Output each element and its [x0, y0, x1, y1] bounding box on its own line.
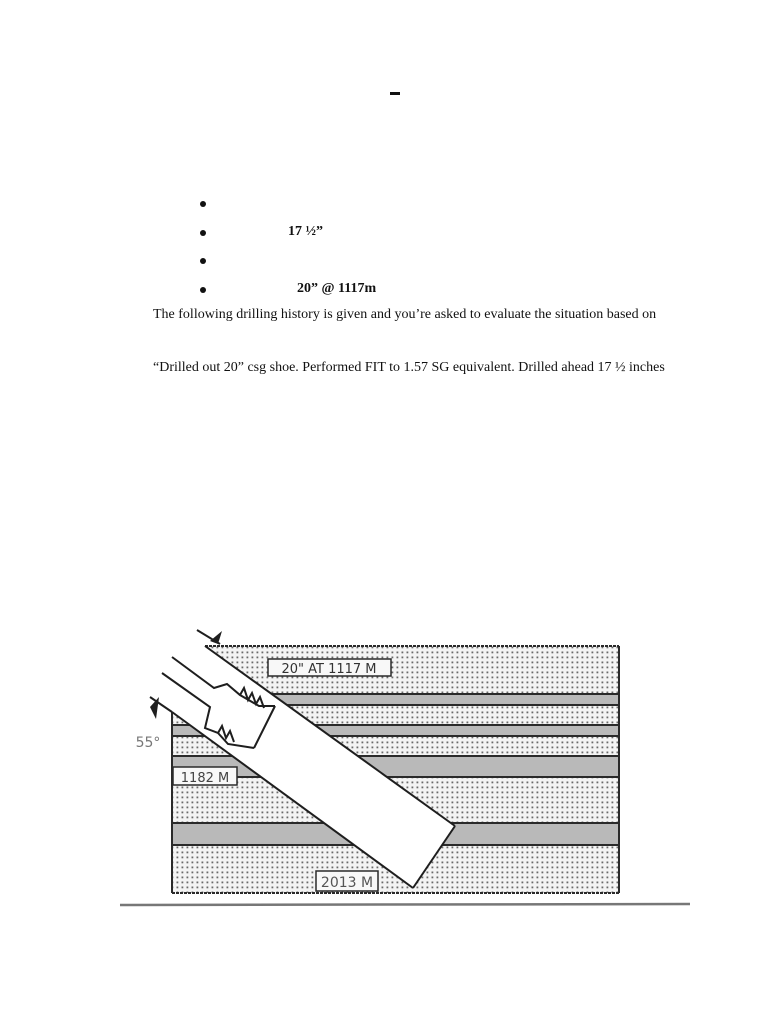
title-dash — [390, 92, 400, 95]
bullet-dot — [200, 201, 206, 207]
bullet-item-3 — [200, 251, 206, 271]
casing-string — [161, 656, 276, 749]
formation-layers — [172, 646, 619, 893]
bullet-item-1 — [200, 194, 206, 214]
wellbore-hole — [171, 645, 456, 889]
wellbore-upper — [149, 629, 221, 713]
casing-shoe-label: 20" AT 1117 M — [281, 662, 376, 677]
bullet-dot — [200, 258, 206, 264]
bullet-dot — [200, 287, 206, 293]
depth-labels: 20" AT 1117 M 1182 M 2013 M 55° — [136, 658, 392, 892]
kick-off-depth-label: 1182 M — [181, 771, 229, 786]
bullet-item-4: 20” @ 1117m — [200, 280, 376, 300]
bullet-dot — [200, 230, 206, 236]
inclination-label: 55° — [136, 735, 161, 751]
formation-outline — [171, 645, 620, 894]
paragraph-drilling-history: “Drilled out 20” csg shoe. Performed FIT… — [153, 360, 665, 375]
paragraph-intro: The following drilling history is given … — [153, 307, 657, 322]
td-depth-label: 2013 M — [321, 875, 373, 891]
figure-baseline — [119, 902, 691, 907]
bullet-item-2: 17 ½” — [200, 223, 323, 243]
bullet-text: 20” @ 1117m — [297, 281, 377, 296]
inclination-arrow-icon — [150, 697, 159, 719]
bullet-text: 17 ½” — [288, 224, 323, 239]
upper-arrow-icon — [210, 631, 222, 644]
